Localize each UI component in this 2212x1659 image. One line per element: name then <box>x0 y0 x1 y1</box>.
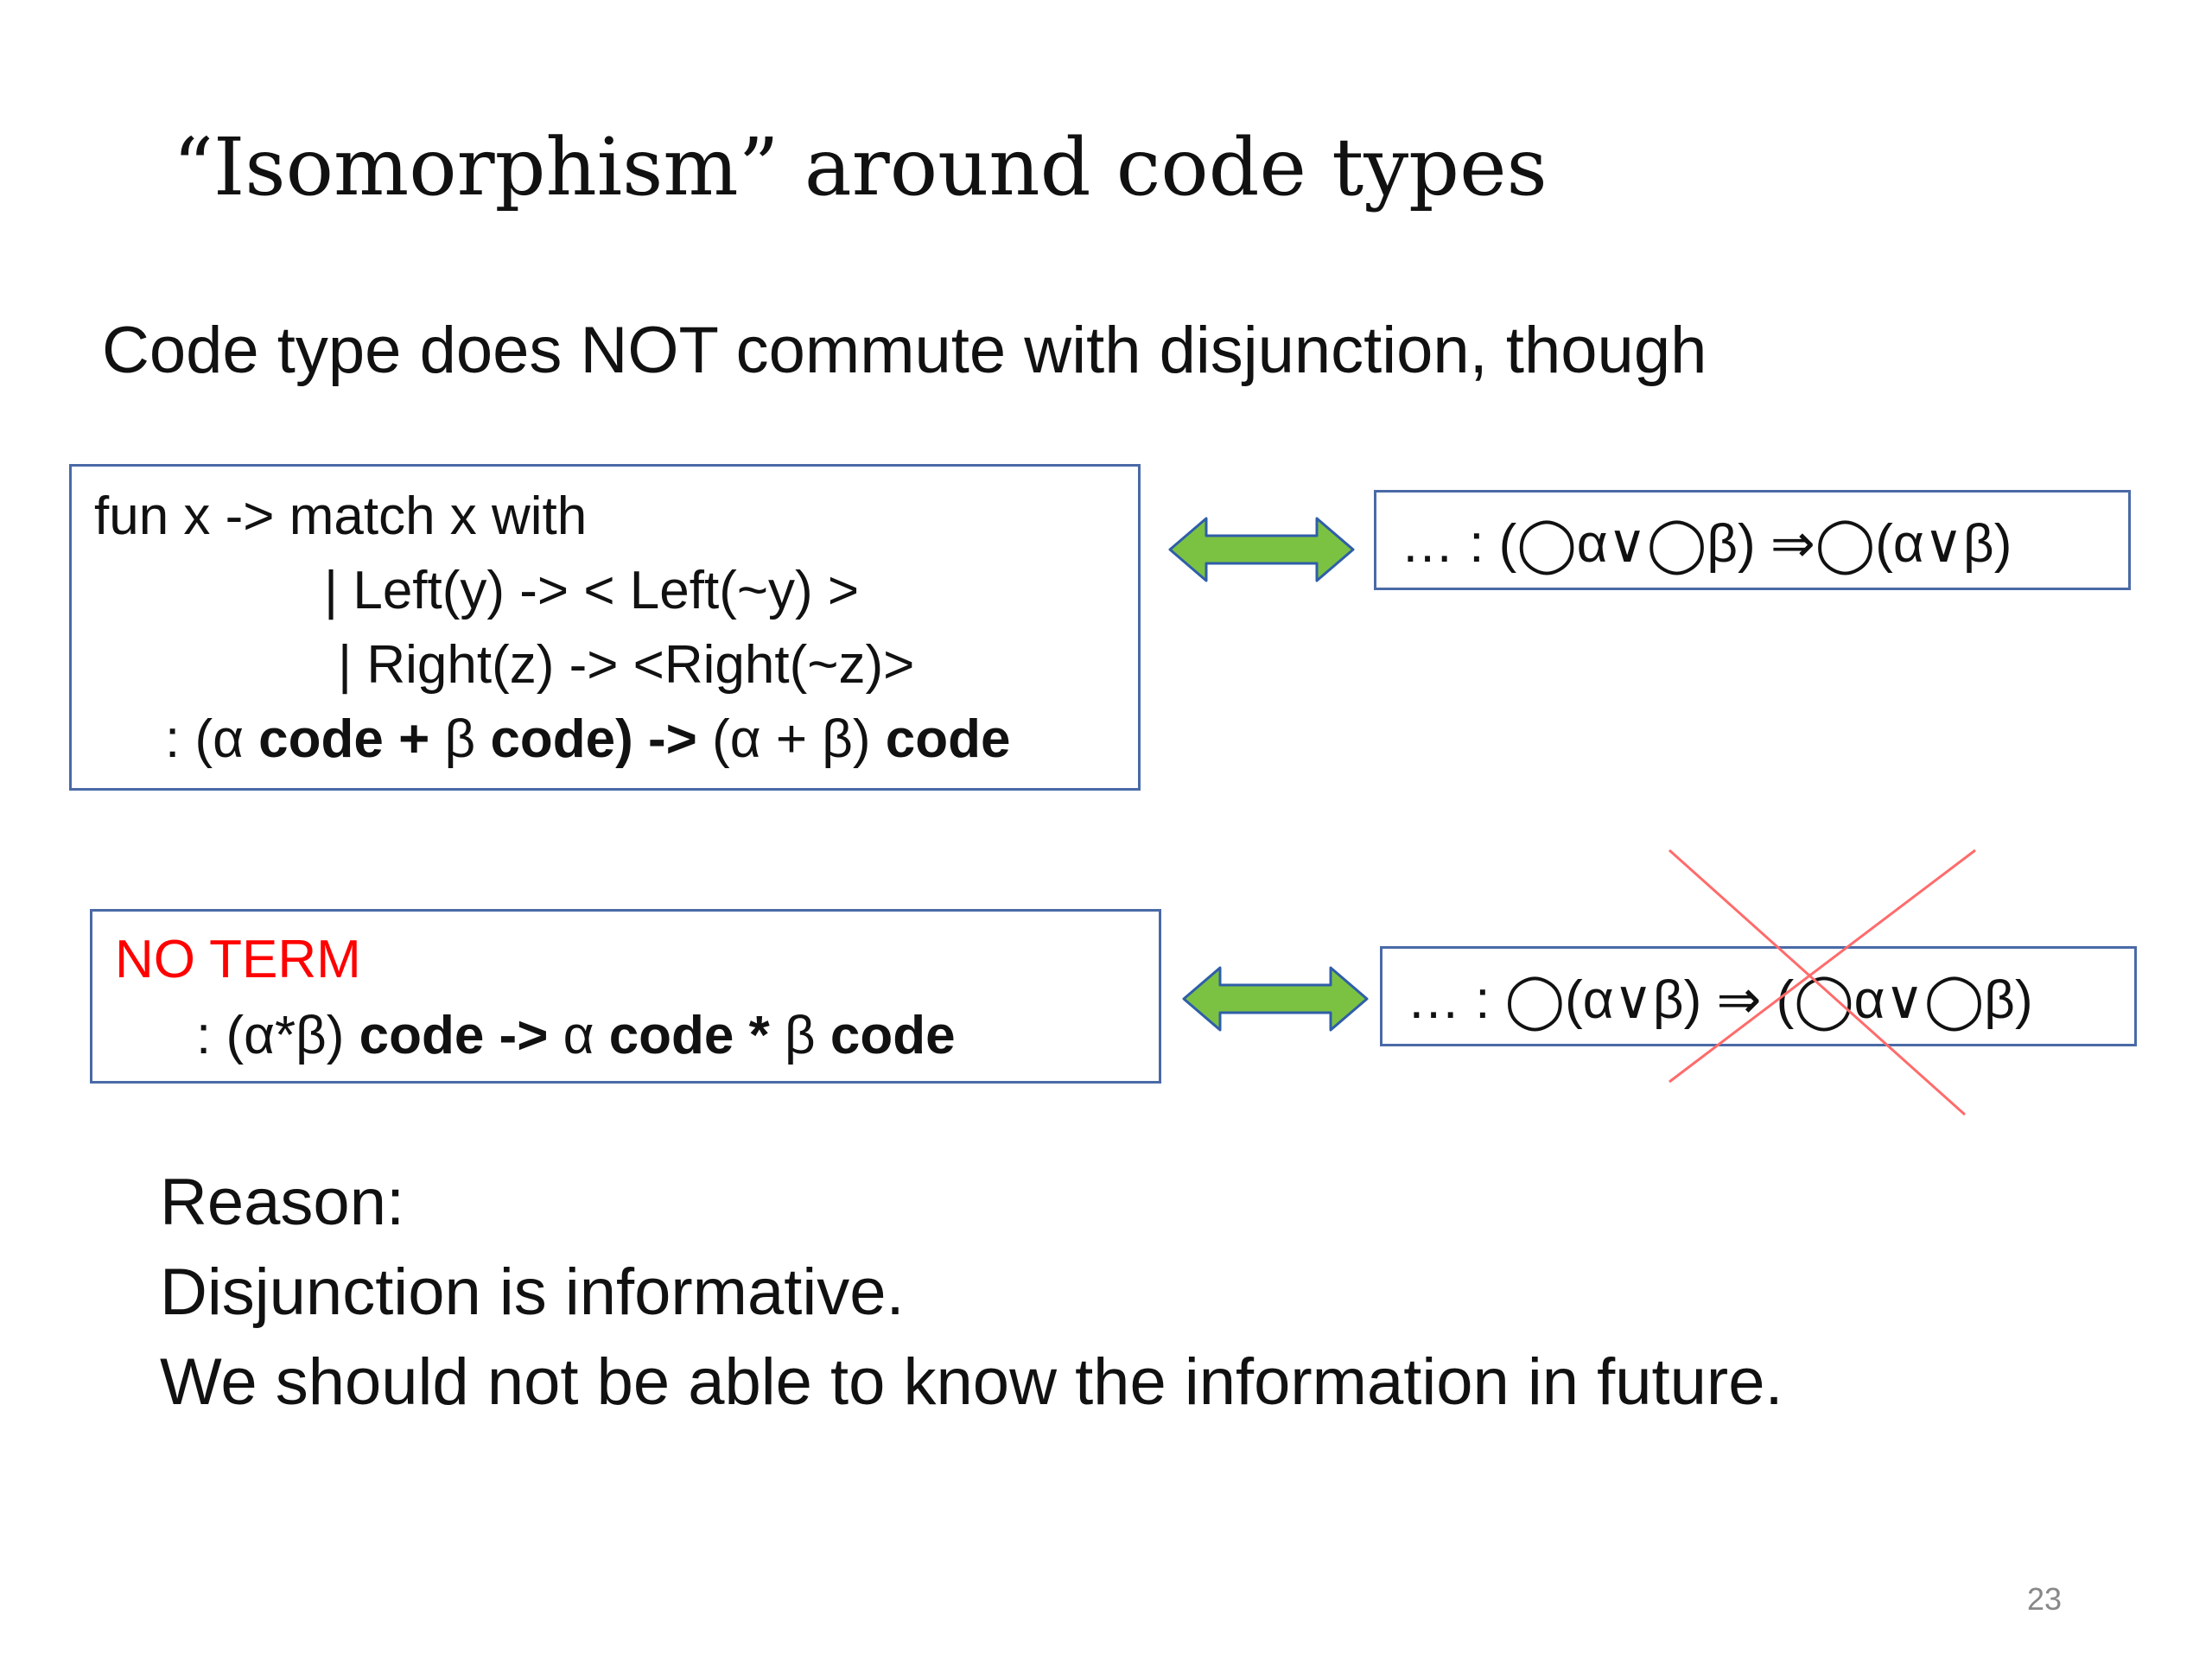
no-term-prefix: : (α*β) <box>196 1006 359 1065</box>
reason-line-1: Disjunction is informative. <box>160 1255 905 1329</box>
term-line-4-code3: code <box>885 709 1011 769</box>
no-term-code3: code <box>830 1006 956 1065</box>
no-term-code1: code -> <box>359 1006 563 1065</box>
no-term-alpha: α <box>563 1006 609 1065</box>
term-line-4-prefix: : (α <box>165 709 259 769</box>
formula-top: … : (◯α∨◯β) ⇒◯(α∨β) <box>1401 514 2012 574</box>
no-term-label: NO TERM <box>115 930 361 989</box>
no-term-type-line: : (α*β) code -> α code * β code <box>196 1005 956 1066</box>
slide-subtitle: Code type does NOT commute with disjunct… <box>102 314 1707 387</box>
double-arrow-icon <box>1168 517 1355 582</box>
term-line-2: | Left(y) -> < Left(~y) > <box>324 561 860 620</box>
reason-line-2: We should not be able to know the inform… <box>160 1345 1783 1419</box>
page-number: 23 <box>2027 1581 2063 1617</box>
cross-out-icon <box>1668 849 1976 1116</box>
term-line-3: | Right(z) -> <Right(~z)> <box>338 635 915 695</box>
term-line-4-beta: β <box>444 709 491 769</box>
term-line-1: fun x -> match x with <box>94 486 588 546</box>
term-box: fun x -> match x with | Left(y) -> < Lef… <box>69 464 1141 791</box>
no-term-code2: code * <box>608 1006 785 1065</box>
double-arrow-icon <box>1182 966 1369 1032</box>
formula-bottom: … : ◯(α∨β) ⇒ (◯α∨◯β) <box>1407 970 2033 1030</box>
no-term-beta: β <box>785 1006 830 1065</box>
term-line-4-code2: code) -> <box>490 709 697 769</box>
reason-heading: Reason: <box>160 1166 405 1239</box>
term-line-4: : (α code + β code) -> (α + β) code <box>165 709 1011 770</box>
formula-box-bottom: … : ◯(α∨β) ⇒ (◯α∨◯β) <box>1380 946 2137 1046</box>
slide-title: “Isomorphism” around code types <box>173 121 1548 213</box>
no-term-box: NO TERM : (α*β) code -> α code * β code <box>90 909 1161 1084</box>
term-line-4-mid: (α + β) <box>696 709 886 769</box>
term-line-4-code1: code + <box>258 709 445 769</box>
formula-box-top: … : (◯α∨◯β) ⇒◯(α∨β) <box>1374 490 2131 590</box>
